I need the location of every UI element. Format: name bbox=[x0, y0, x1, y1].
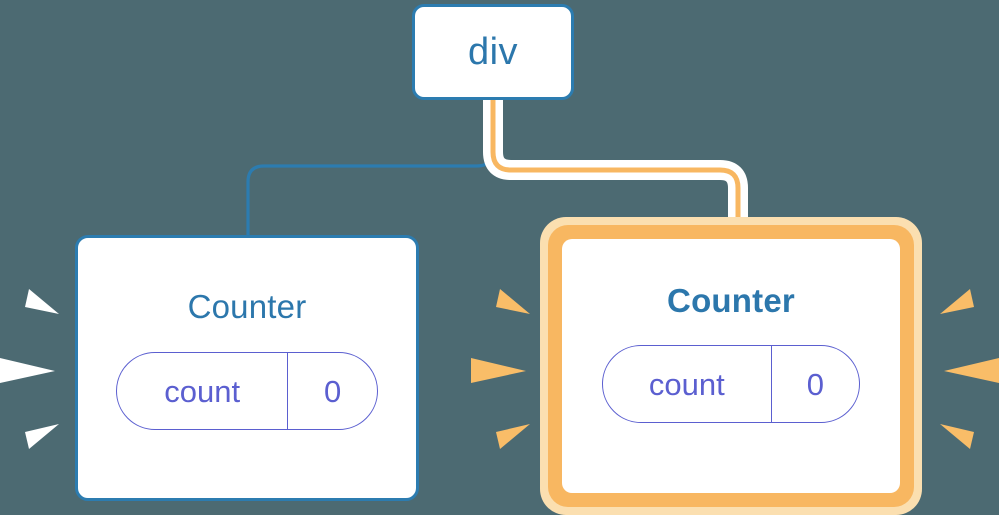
counter-left-title: Counter bbox=[187, 288, 307, 325]
counter-right-rays-left bbox=[471, 289, 530, 449]
connector-to-left-counter bbox=[246, 98, 495, 238]
ray-orange-left-top bbox=[496, 289, 530, 314]
counter-left-card[interactable]: Counter count 0 bbox=[75, 235, 419, 501]
ray-white-top bbox=[25, 289, 59, 314]
counter-right-state-pill: count 0 bbox=[602, 345, 860, 423]
node-div[interactable]: div bbox=[412, 4, 574, 100]
ray-white-middle bbox=[0, 358, 55, 383]
node-div-label: div bbox=[467, 31, 519, 73]
counter-left-state-pill: count 0 bbox=[116, 352, 378, 430]
ray-orange-right-middle bbox=[944, 358, 999, 383]
counter-right-title: Counter bbox=[667, 282, 795, 319]
counter-right-card[interactable]: Counter count 0 bbox=[562, 239, 900, 493]
ray-orange-right-bottom bbox=[940, 424, 974, 449]
counter-right-rays-right bbox=[940, 289, 999, 449]
counter-right-state-key: count bbox=[648, 366, 725, 402]
ray-white-bottom bbox=[25, 424, 59, 449]
ray-orange-left-bottom bbox=[496, 424, 530, 449]
counter-left-state-value: 0 bbox=[287, 353, 377, 429]
counter-right-state-value: 0 bbox=[770, 346, 859, 422]
counter-left-state-key: count bbox=[164, 373, 241, 409]
ray-orange-right-top bbox=[940, 289, 974, 314]
counter-left-rays bbox=[0, 289, 59, 449]
ray-orange-left-middle bbox=[471, 358, 526, 383]
